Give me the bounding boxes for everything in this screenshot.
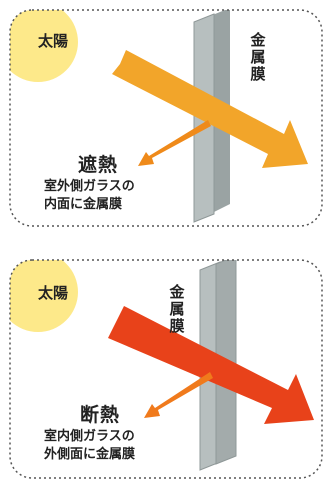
- diagram-panel-heat-insulation: 太陽 金属膜 断熱 室内側ガラスの 外側面に金属膜: [8, 258, 324, 480]
- sun-label: 太陽: [38, 284, 69, 302]
- sun-icon: [10, 260, 78, 332]
- sun-label: 太陽: [38, 32, 69, 50]
- sunlight-arrow: [108, 306, 314, 424]
- effect-label: 遮熱: [78, 154, 119, 176]
- panel-graphics: [9, 9, 323, 227]
- caption-line2: 内面に金属膜: [44, 197, 123, 212]
- sunlight-arrow: [112, 50, 308, 168]
- sun-icon: [10, 10, 78, 82]
- caption-line2: 外側面に金属膜: [44, 447, 136, 462]
- caption-line1: 室外側ガラスの: [44, 179, 135, 194]
- metal-film-label: 金属膜: [169, 283, 185, 335]
- caption-line1: 室内側ガラスの: [44, 429, 135, 444]
- panel-graphics: [9, 259, 323, 479]
- effect-label: 断熱: [80, 404, 121, 426]
- reflected-heat-arrow: [144, 372, 213, 418]
- panel-border: [9, 259, 323, 479]
- reflected-heat-arrow: [138, 120, 211, 166]
- metal-film-label: 金属膜: [250, 31, 266, 83]
- diagram-panel-heat-shield: 太陽 金属膜 遮熱 室外側ガラスの 内面に金属膜: [8, 8, 324, 228]
